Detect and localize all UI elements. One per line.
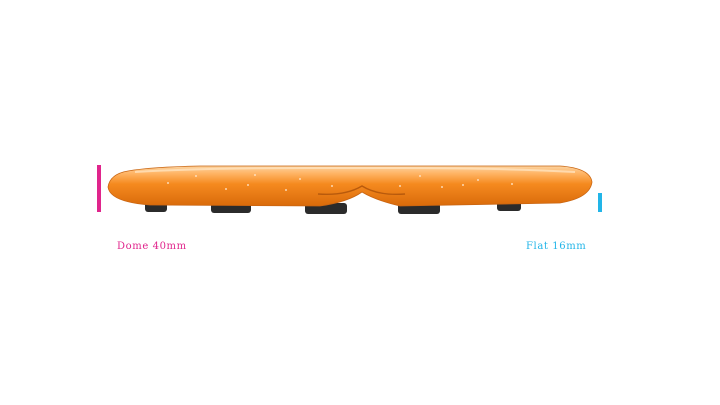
flat-caption: Flat 16mm [526, 241, 587, 252]
rim-highlight [134, 167, 576, 173]
center-notch [317, 185, 406, 196]
dome-height-marker [97, 165, 101, 212]
dome-caption: Dome 40mm [117, 241, 187, 252]
device-body [107, 165, 593, 207]
flat-height-marker [598, 193, 602, 212]
surface-dots [167, 174, 513, 191]
